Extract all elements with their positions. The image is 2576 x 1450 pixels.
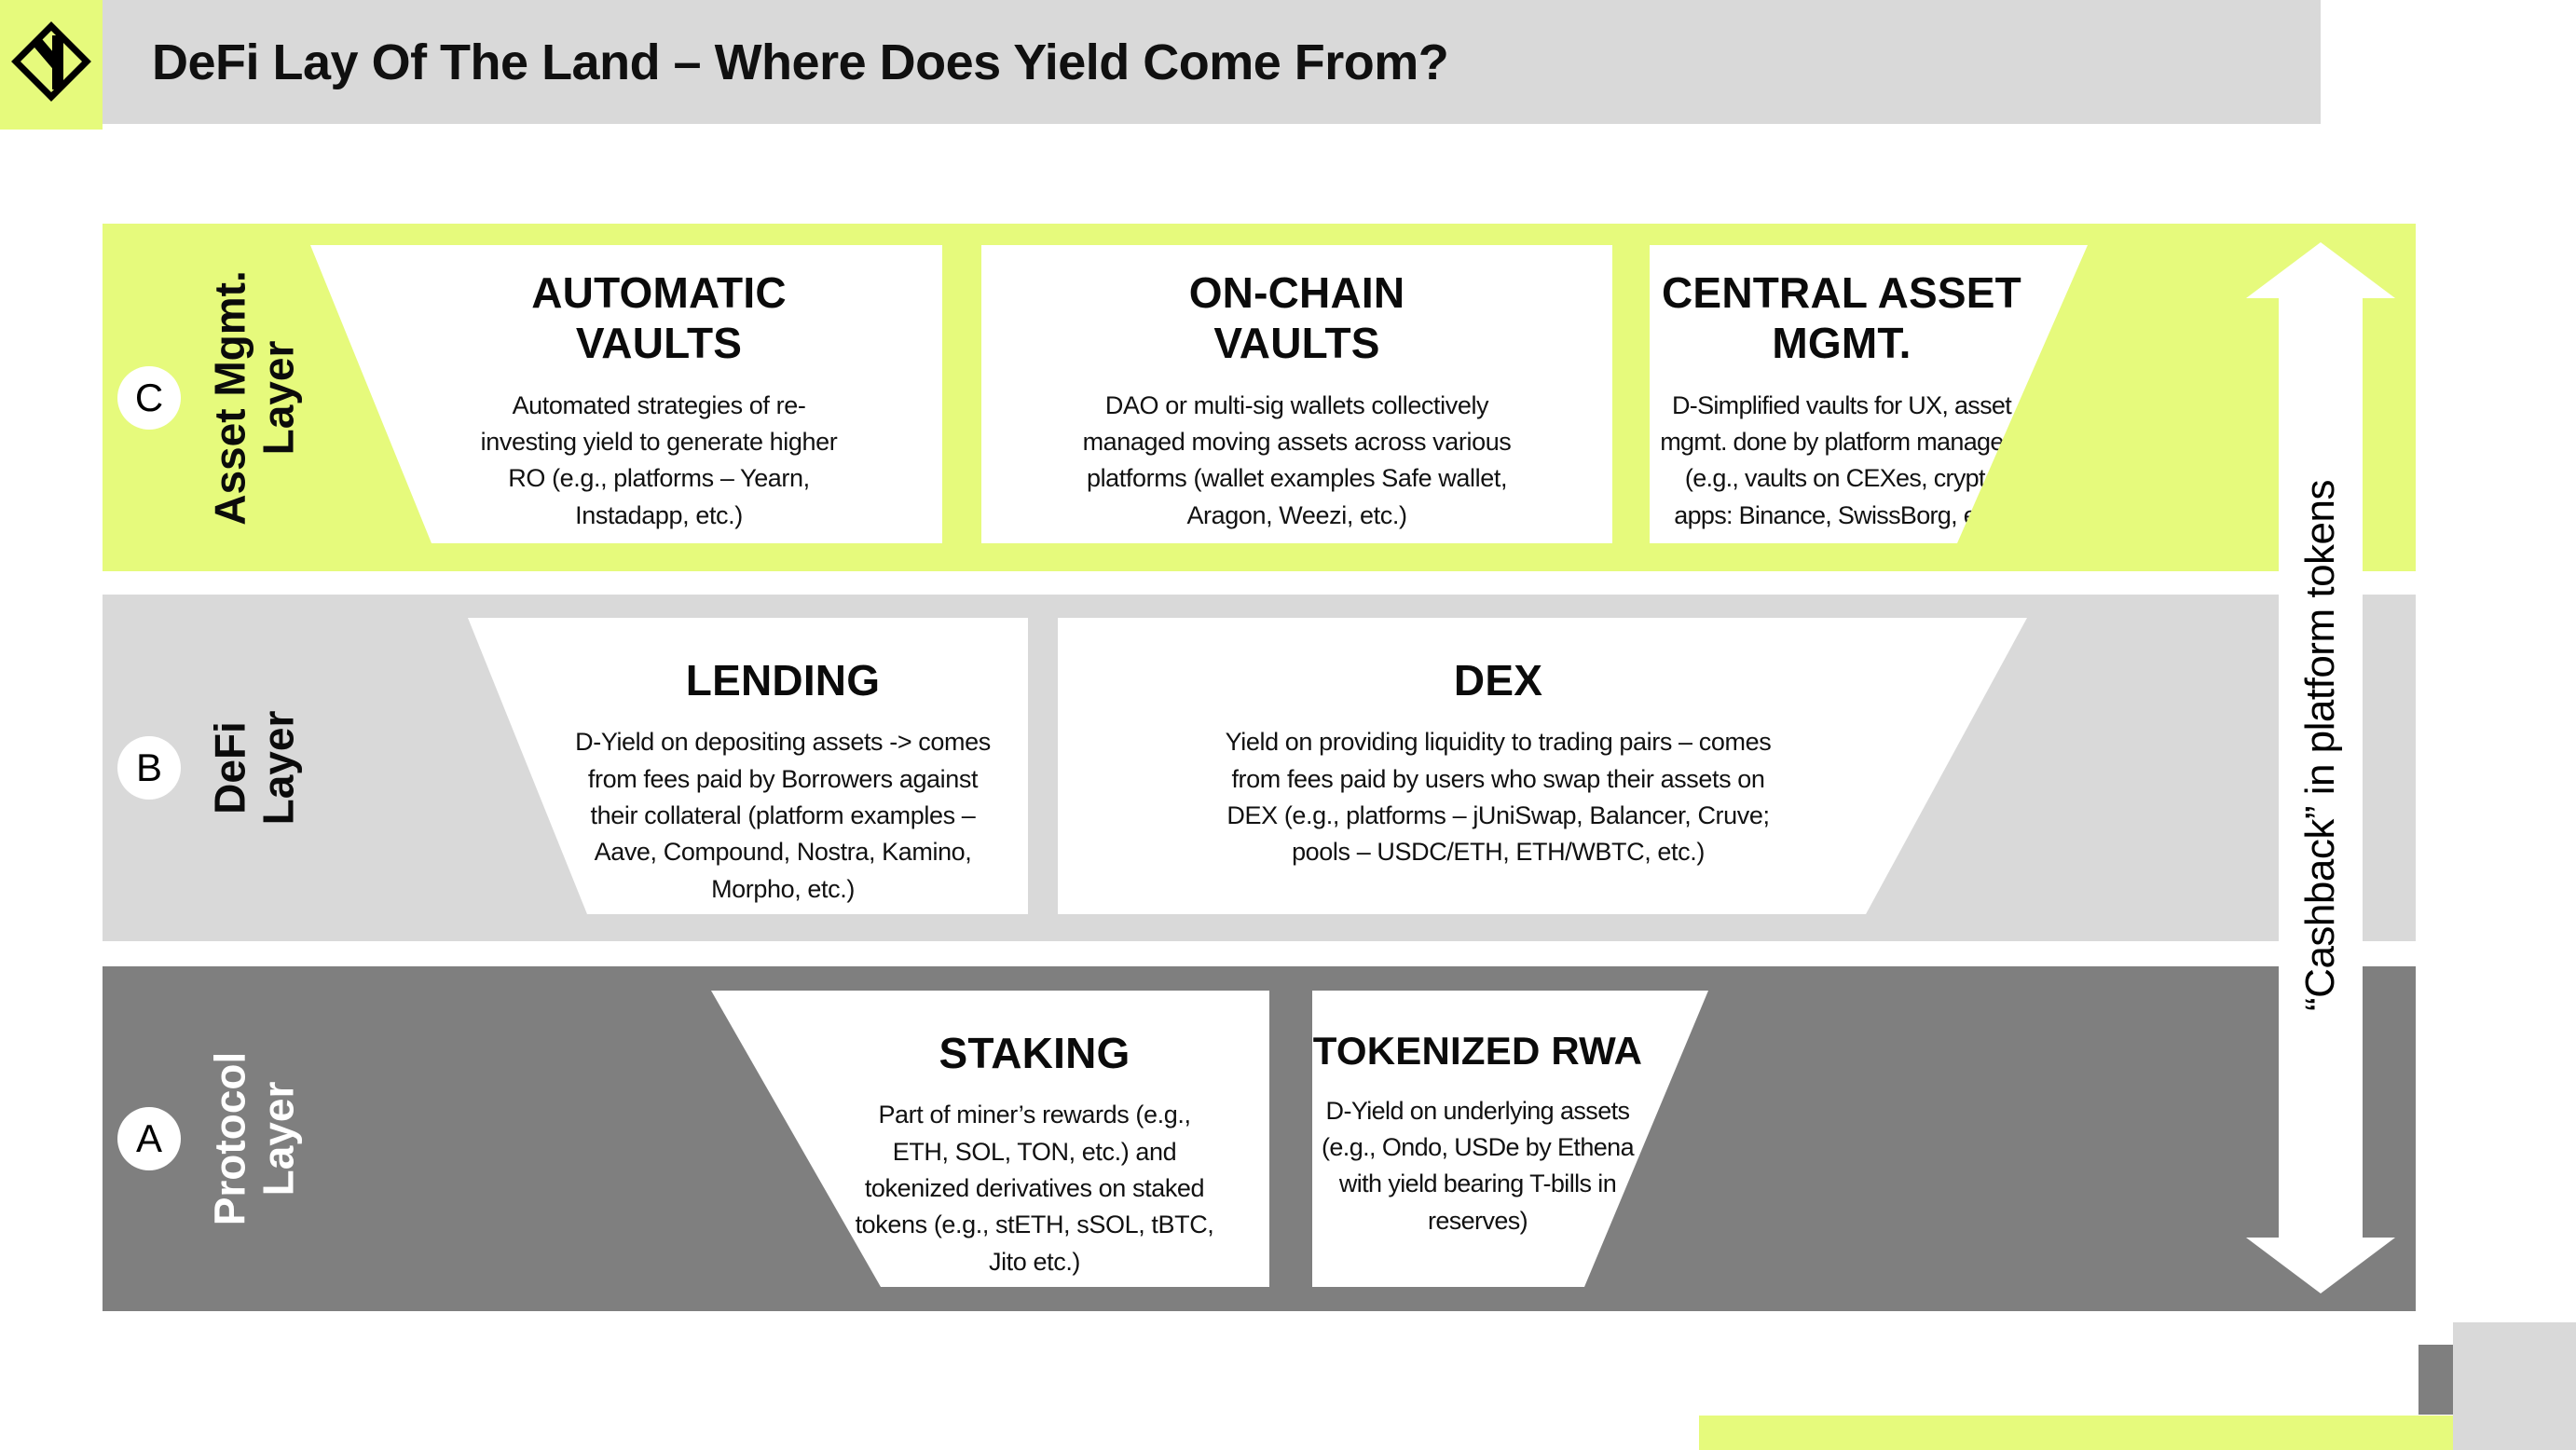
box-content: STAKING Part of miner’s rewards (e.g., E… xyxy=(800,991,1269,1287)
box-tokenized-rwa: TOKENIZED RWA D-Yield on underlying asse… xyxy=(1312,991,1708,1287)
box-dex: DEX Yield on providing liquidity to trad… xyxy=(1058,618,2027,914)
cashback-arrow-label: “Cashback” in platform tokens xyxy=(2297,480,2343,1011)
box-lending: LENDING D-Yield on depositing assets -> … xyxy=(468,618,1028,914)
box-on-chain-vaults: ON-CHAIN VAULTS DAO or multi-sig wallets… xyxy=(981,245,1612,543)
box-content: CENTRAL ASSET MGMT. D-Simplified vaults … xyxy=(1655,245,2028,543)
layer-label-protocol: Protocol Layer xyxy=(205,1051,302,1226)
layer-badge-b: B xyxy=(117,736,181,800)
bottom-dark-square xyxy=(2418,1345,2453,1415)
layer-band-asset-mgmt: C Asset Mgmt. Layer AUTOMATIC VAULTS Aut… xyxy=(103,224,2416,571)
bottom-light-square xyxy=(2453,1322,2576,1450)
box-body: D-Simplified vaults for UX, asset mgmt. … xyxy=(1660,390,2023,529)
layer-badge-a: A xyxy=(117,1107,181,1170)
layer-badge-c: C xyxy=(117,365,181,430)
box-content: ON-CHAIN VAULTS DAO or multi-sig wallets… xyxy=(981,245,1612,543)
box-staking: STAKING Part of miner’s rewards (e.g., E… xyxy=(711,991,1269,1287)
box-content: DEX Yield on providing liquidity to trad… xyxy=(1058,618,1939,914)
box-body: Yield on providing liquidity to trading … xyxy=(1225,728,1772,867)
box-title: CENTRAL ASSET MGMT. xyxy=(1662,268,2021,368)
box-title: DEX xyxy=(1453,656,1543,704)
box-body: D-Yield on underlying assets (e.g., Ondo… xyxy=(1322,1096,1634,1235)
box-title: TOKENIZED RWA xyxy=(1312,1029,1643,1073)
layer-label-asset-mgmt: Asset Mgmt. Layer xyxy=(205,269,302,526)
box-content: TOKENIZED RWA D-Yield on underlying asse… xyxy=(1312,991,1643,1287)
header-bar: DeFi Lay Of The Land – Where Does Yield … xyxy=(0,0,2321,124)
box-title: LENDING xyxy=(685,656,881,704)
diamond-road-sign-icon xyxy=(11,21,91,102)
logo xyxy=(0,0,103,130)
box-title: STAKING xyxy=(939,1029,1130,1077)
box-central-asset-mgmt: CENTRAL ASSET MGMT. D-Simplified vaults … xyxy=(1650,245,2088,543)
box-automatic-vaults: AUTOMATIC VAULTS Automated strategies of… xyxy=(310,245,942,543)
layer-band-protocol: A Protocol Layer STAKING Part of miner’s… xyxy=(103,966,2416,1311)
page-title: DeFi Lay Of The Land – Where Does Yield … xyxy=(152,34,1449,90)
box-content: LENDING D-Yield on depositing assets -> … xyxy=(538,618,1028,914)
layer-band-defi: B DeFi Layer LENDING D-Yield on depositi… xyxy=(103,595,2416,941)
layer-label-line: Layer xyxy=(253,340,302,455)
bottom-yellow-bar xyxy=(1699,1416,2453,1450)
box-body: Part of miner’s rewards (e.g., ETH, SOL,… xyxy=(855,1101,1214,1276)
layer-label-line: Layer xyxy=(253,710,302,826)
box-body: DAO or multi-sig wallets collectively ma… xyxy=(1082,390,1512,529)
layer-label-line: Layer xyxy=(253,1081,302,1197)
box-content: AUTOMATIC VAULTS Automated strategies of… xyxy=(385,245,933,543)
layer-label-line: Protocol xyxy=(205,1051,254,1226)
box-title: AUTOMATIC VAULTS xyxy=(531,268,787,368)
layer-label-line: Asset Mgmt. xyxy=(205,269,254,526)
layer-label-line: DeFi xyxy=(205,721,254,814)
layer-label-defi: DeFi Layer xyxy=(205,710,302,826)
box-title: ON-CHAIN VAULTS xyxy=(1188,268,1405,368)
box-body: D-Yield on depositing assets -> comes fr… xyxy=(575,728,991,903)
box-body: Automated strategies of re-investing yie… xyxy=(480,390,838,529)
